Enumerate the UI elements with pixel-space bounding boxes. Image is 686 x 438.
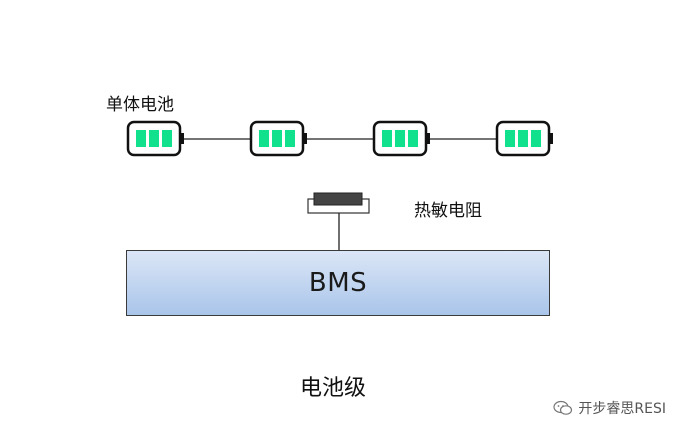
battery-cell-icon	[495, 120, 553, 157]
thermistor-label: 热敏电阻	[414, 201, 482, 221]
bms-box: BMS	[126, 250, 550, 316]
diagram-title: 电池级	[300, 376, 367, 401]
battery-cell-icon	[126, 120, 184, 157]
thermistor-icon	[307, 192, 370, 214]
battery-cell-icon	[372, 120, 430, 157]
wechat-icon	[553, 400, 573, 415]
cell-label: 单体电池	[106, 95, 174, 115]
battery-cell-icon	[249, 120, 307, 157]
bms-label: BMS	[308, 268, 368, 298]
watermark-text: 开步睿思RESI	[578, 401, 666, 417]
watermark: 开步睿思RESI	[553, 398, 666, 418]
